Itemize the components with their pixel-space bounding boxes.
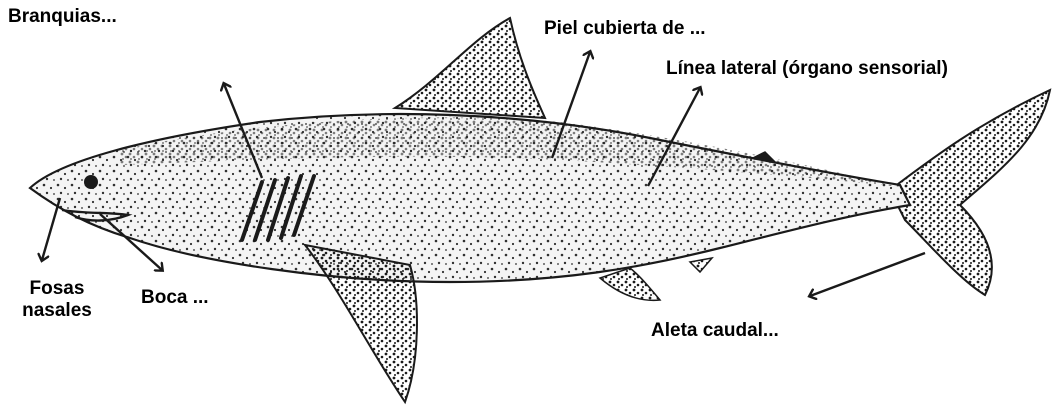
- label-linea-lateral: Línea lateral (órgano sensorial): [666, 58, 948, 80]
- label-fosas-line1: Fosas: [12, 278, 102, 300]
- caudal-fin: [890, 90, 1050, 295]
- label-aleta-caudal: Aleta caudal...: [651, 320, 779, 342]
- label-fosas-line2: nasales: [12, 300, 102, 322]
- arrow-fosas: [42, 198, 60, 260]
- label-branquias: Branquias...: [8, 6, 117, 28]
- label-piel: Piel cubierta de ...: [544, 18, 706, 40]
- label-fosas-nasales: Fosas nasales: [12, 278, 102, 322]
- label-boca: Boca ...: [141, 287, 209, 309]
- eye-icon: [84, 175, 98, 189]
- pelvic-fin: [600, 268, 660, 300]
- arrow-aleta: [810, 253, 925, 296]
- anal-fin: [690, 258, 712, 272]
- dorsal-fin: [395, 18, 545, 118]
- pectoral-fin: [305, 245, 417, 402]
